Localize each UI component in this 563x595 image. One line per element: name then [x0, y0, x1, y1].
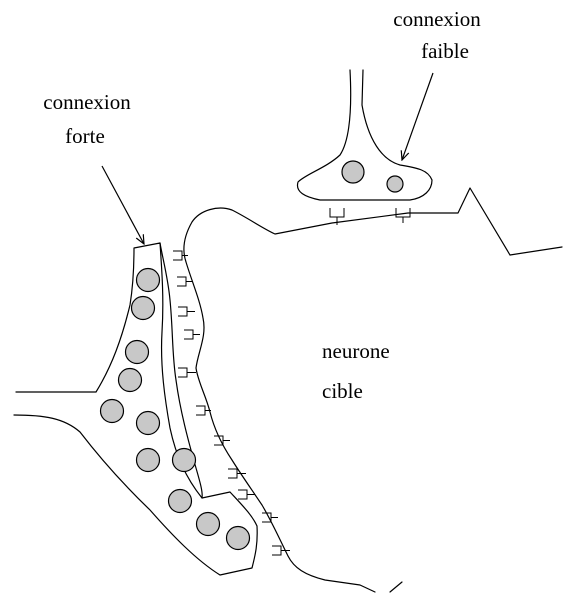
strong-receptors: [173, 251, 290, 555]
vesicle-strong-7: [137, 449, 160, 472]
vesicle-strong-9: [169, 490, 192, 513]
target-neuron-label-line1: neurone: [322, 339, 390, 363]
target-neuron-membrane-tail: [390, 582, 402, 592]
strong-connection-arrow: [102, 166, 144, 244]
weak-connection-label-line2: faible: [421, 39, 469, 63]
vesicle-strong-10: [197, 513, 220, 536]
strong-axon-outline: [14, 243, 257, 575]
vesicle-strong-6: [137, 412, 160, 435]
vesicle-strong-11: [227, 527, 250, 550]
target-neuron-membrane-right: [510, 247, 562, 255]
receptor-strong-4: [184, 330, 200, 339]
strong-connection-label-line1: connexion: [43, 90, 131, 114]
receptor-strong-2: [177, 277, 192, 286]
vesicle-weak-2: [387, 176, 403, 192]
weak-axon-left: [297, 70, 432, 200]
vesicle-strong-3: [126, 341, 149, 364]
weak-connection-arrow: [402, 73, 433, 160]
vesicle-strong-5: [101, 400, 124, 423]
receptor-strong-3: [178, 307, 195, 316]
vesicle-strong-4: [119, 369, 142, 392]
strong-connection-label-line2: forte: [65, 124, 105, 148]
weak-connection-label-line1: connexion: [393, 7, 481, 31]
receptor-strong-1: [173, 251, 188, 260]
receptor-strong-5: [178, 368, 196, 377]
vesicle-strong-1: [137, 269, 160, 292]
receptor-weak-2: [396, 208, 410, 223]
vesicle-strong-2: [132, 297, 155, 320]
vesicle-strong-8: [173, 449, 196, 472]
target-neuron-label-line2: cible: [322, 379, 363, 403]
vesicle-weak-1: [342, 161, 364, 183]
